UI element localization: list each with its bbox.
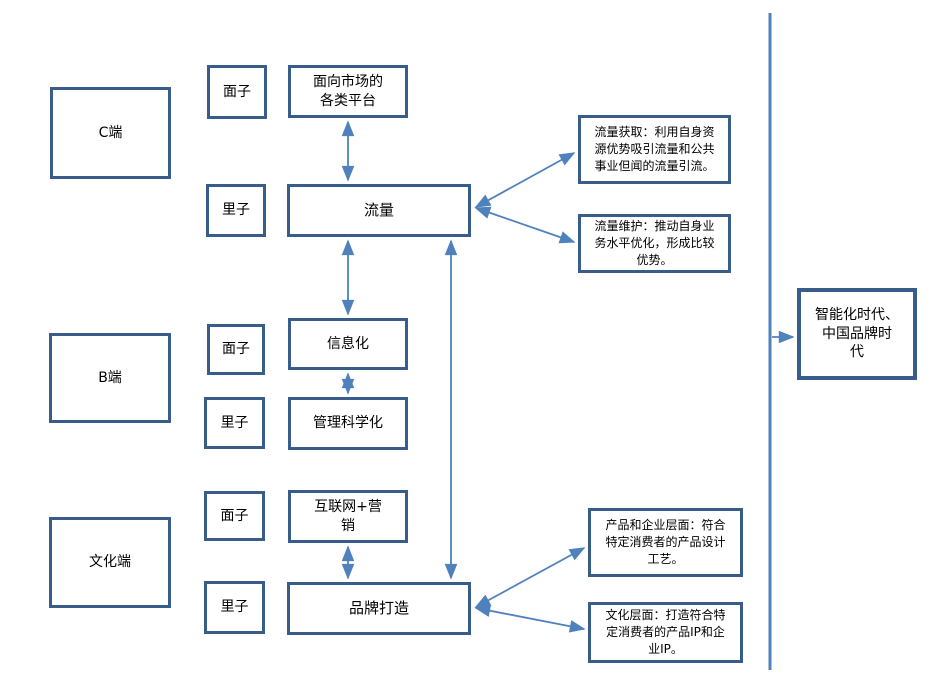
node-traffic-acquisition: 流量获取：利用自身资 源优势吸引流量和公共 事业但闻的流量引流。 bbox=[578, 115, 731, 184]
node-face-label-2: 面子 bbox=[207, 324, 265, 375]
node-brand-building: 品牌打造 bbox=[287, 582, 471, 635]
node-culture-level: 文化层面：打造符合特 定消费者的产品IP和企 业IP。 bbox=[588, 602, 743, 663]
node-inner-label-2: 里子 bbox=[204, 397, 265, 449]
arrow-branding-product bbox=[474, 547, 586, 608]
node-b-end: B端 bbox=[49, 333, 171, 423]
node-era: 智能化时代、 中国品牌时 代 bbox=[797, 288, 917, 380]
arrow-branding-culture bbox=[474, 604, 586, 633]
node-traffic-maintenance: 流量维护：推动自身业 务水平优化，形成比较 优势。 bbox=[578, 214, 731, 273]
node-management-scientification: 管理科学化 bbox=[288, 397, 408, 450]
node-informatization: 信息化 bbox=[288, 318, 408, 370]
arrow-traffic-acquisition bbox=[474, 152, 576, 208]
node-product-enterprise-level: 产品和企业层面：符合 特定消费者的产品设计 工艺。 bbox=[588, 508, 743, 577]
node-inner-label-3: 里子 bbox=[204, 581, 265, 634]
node-face-label-1: 面子 bbox=[207, 65, 267, 119]
arrow-traffic-maintenance bbox=[474, 206, 576, 244]
node-market-platforms: 面向市场的 各类平台 bbox=[288, 65, 408, 118]
node-traffic: 流量 bbox=[287, 184, 471, 237]
node-inner-label-1: 里子 bbox=[206, 184, 266, 237]
node-c-end: C端 bbox=[50, 87, 171, 179]
node-culture-end: 文化端 bbox=[49, 517, 171, 608]
node-face-label-3: 面子 bbox=[204, 491, 265, 541]
node-internet-marketing: 互联网+营 销 bbox=[288, 490, 408, 543]
